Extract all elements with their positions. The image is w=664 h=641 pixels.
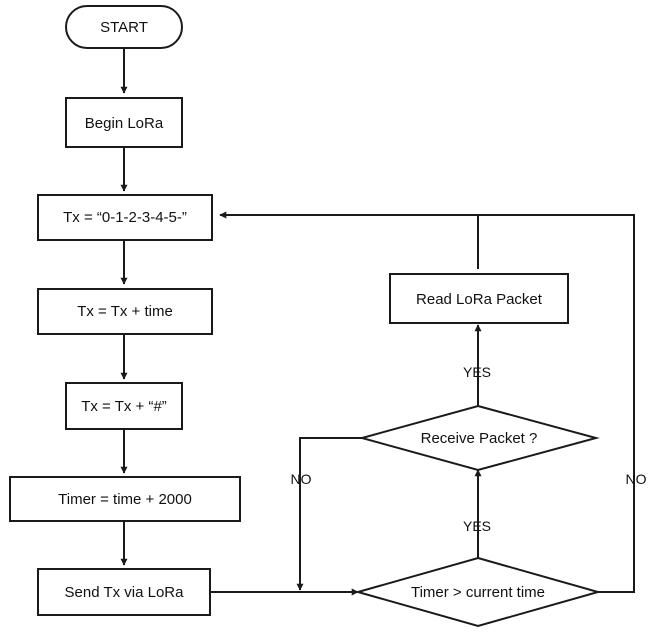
- node-timer-set: Timer = time + 2000: [9, 476, 241, 522]
- start-terminator: [65, 5, 183, 49]
- edge-labels: YES YES NO NO: [291, 364, 647, 534]
- node-tx-add-hash: Tx = Tx + “#”: [65, 382, 183, 430]
- start-label: START: [100, 19, 148, 36]
- read-packet-label: Read LoRa Packet: [416, 291, 543, 308]
- edge-read-to-tx-init: [219, 211, 479, 269]
- node-send-tx: Send Tx via LoRa: [37, 568, 211, 616]
- read-packet-box: [389, 273, 569, 324]
- timer-yes-label: YES: [463, 518, 491, 534]
- timer-check-label: Timer > current time: [411, 584, 545, 601]
- tx-add-time-label: Tx = Tx + time: [77, 303, 173, 320]
- send-tx-box: [37, 568, 211, 616]
- tx-add-time-box: [37, 288, 213, 335]
- node-start: START: [65, 5, 183, 49]
- node-begin-lora: Begin LoRa: [65, 97, 183, 148]
- tx-init-box: [37, 194, 213, 241]
- timer-check-diamond: [354, 556, 602, 628]
- tx-add-hash-box: [65, 382, 183, 430]
- receive-no-label: NO: [291, 471, 312, 487]
- tx-init-label: Tx = “0-1-2-3-4-5-”: [63, 209, 187, 226]
- send-tx-label: Send Tx via LoRa: [65, 584, 185, 601]
- edge-timer-no-to-tx-init: [478, 214, 635, 593]
- node-timer-check: Timer > current time: [354, 556, 602, 628]
- node-tx-init: Tx = “0-1-2-3-4-5-”: [37, 194, 213, 241]
- node-read-packet: Read LoRa Packet: [389, 273, 569, 324]
- receive-check-diamond: [358, 404, 600, 472]
- tx-add-hash-label: Tx = Tx + “#”: [81, 398, 167, 415]
- receive-check-label: Receive Packet ?: [421, 430, 538, 447]
- begin-lora-label: Begin LoRa: [85, 115, 164, 132]
- receive-yes-label: YES: [463, 364, 491, 380]
- node-receive-check: Receive Packet ?: [358, 404, 600, 472]
- timer-set-label: Timer = time + 2000: [58, 491, 192, 508]
- node-tx-add-time: Tx = Tx + time: [37, 288, 213, 335]
- timer-no-label: NO: [626, 471, 647, 487]
- timer-set-box: [9, 476, 241, 522]
- edges: [120, 47, 635, 596]
- begin-lora-box: [65, 97, 183, 148]
- edge-receive-no-to-timer-line: [296, 437, 362, 591]
